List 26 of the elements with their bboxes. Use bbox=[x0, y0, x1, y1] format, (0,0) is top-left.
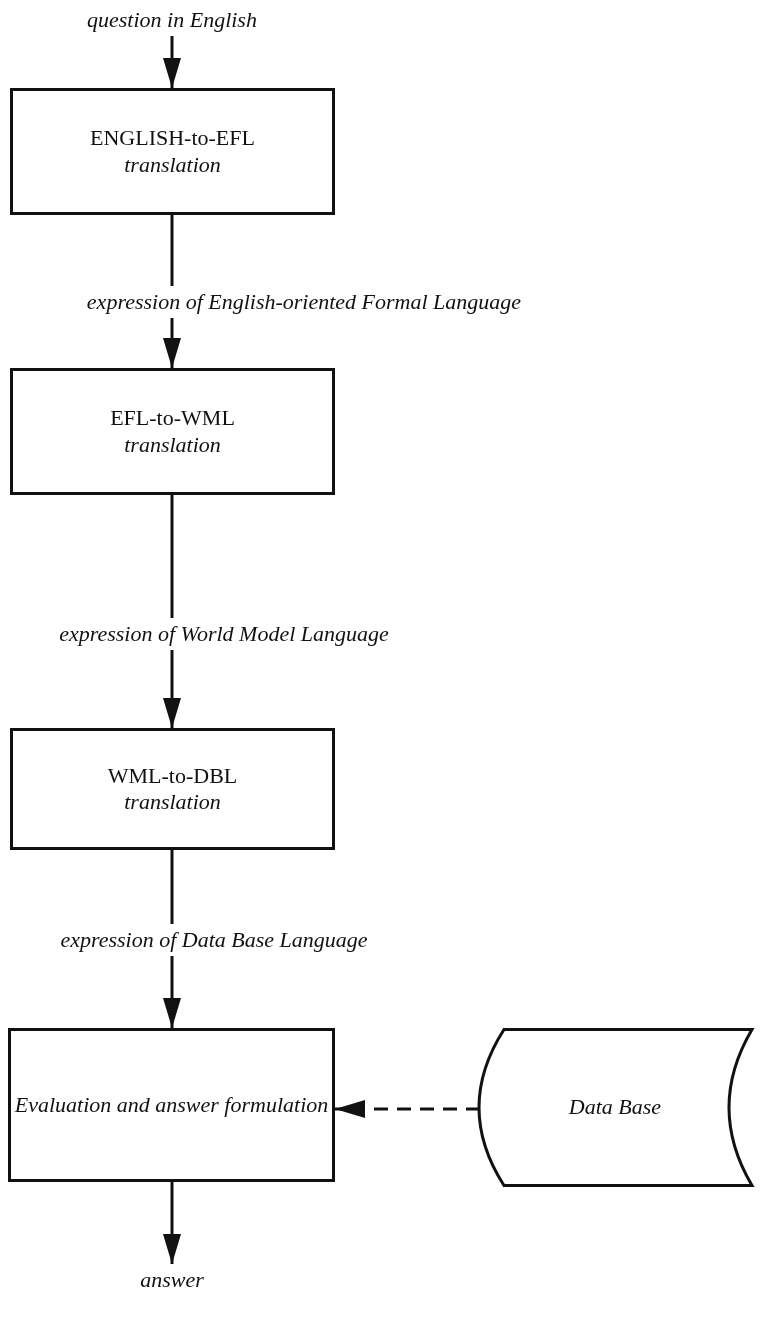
box-text: Evaluation and answer formulation bbox=[14, 1091, 329, 1119]
arrow bbox=[335, 1100, 480, 1118]
flow-label: expression of World Model Language bbox=[59, 620, 389, 648]
flow-label: expression of English-oriented Formal Language bbox=[86, 288, 522, 316]
box-text: translation bbox=[124, 151, 221, 178]
connector-line bbox=[170, 850, 174, 924]
arrow bbox=[163, 1182, 181, 1264]
box-title: ENGLISH-to-EFL bbox=[90, 125, 255, 152]
arrow bbox=[163, 956, 181, 1028]
flow-label: question in English bbox=[87, 6, 257, 34]
flow-label: answer bbox=[140, 1266, 204, 1294]
process-box bbox=[10, 728, 335, 850]
box-text: translation bbox=[124, 789, 221, 816]
process-box bbox=[10, 88, 335, 215]
box-title: EFL-to-WML bbox=[110, 405, 235, 432]
box-text: Data Base bbox=[568, 1094, 662, 1121]
box-title: WML-to-DBL bbox=[107, 762, 238, 789]
connector-line bbox=[170, 495, 174, 618]
arrow bbox=[163, 650, 181, 728]
process-box bbox=[10, 368, 335, 495]
arrow bbox=[163, 36, 181, 88]
box-text: translation bbox=[124, 431, 221, 458]
arrow bbox=[163, 318, 181, 368]
connector-line bbox=[170, 215, 174, 286]
process-box bbox=[8, 1028, 335, 1182]
flow-label: expression of Data Base Language bbox=[60, 926, 368, 954]
